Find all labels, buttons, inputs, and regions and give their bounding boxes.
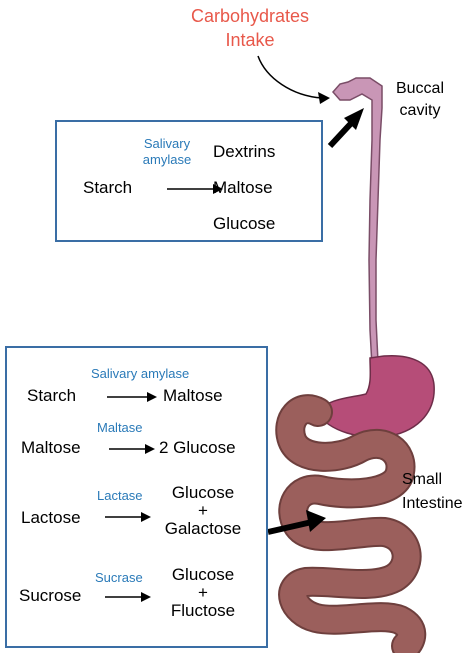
reaction-4-plus: + (198, 583, 208, 602)
reaction-3-enzyme: Lactase (97, 488, 143, 503)
reaction-1-substrate: Starch (27, 386, 77, 405)
mouth-enzyme-line-2: amylase (142, 152, 192, 167)
reaction-2-enzyme: Maltase (97, 420, 143, 435)
reaction-1-arrow (107, 392, 157, 402)
reaction-4-product-1: Glucose (171, 565, 235, 584)
reaction-4-products: Glucose + Fluctose (155, 566, 251, 620)
mouth-product-dextrins: Dextrins (213, 142, 276, 161)
esophagus (332, 77, 383, 368)
title-line-2: Intake (225, 30, 275, 50)
reaction-1-product: Maltose (163, 386, 223, 405)
reaction-3-substrate: Lactose (21, 508, 81, 527)
reaction-2-substrate: Maltose (21, 438, 81, 457)
small-label-line-2: Intestine (402, 495, 463, 512)
small-label-line-1: Small (402, 471, 443, 488)
mouth-enzyme-line-1: Salivary (143, 136, 191, 151)
reaction-3-product-1: Glucose (171, 483, 235, 502)
reaction-4-product-2: Fluctose (170, 601, 236, 620)
small-intestine-label: Small Intestine (402, 468, 462, 516)
title-line-1: Carbohydrates (190, 6, 310, 26)
mouth-product-maltose: Maltose (213, 178, 273, 197)
reaction-1-enzyme: Salivary amylase (91, 366, 190, 381)
reaction-4-enzyme: Sucrase (95, 570, 143, 585)
reaction-3-products: Glucose + Galactose (155, 484, 251, 538)
mouth-enzyme-label: Salivary amylase (137, 136, 197, 168)
buccal-label-line-2: cavity (399, 102, 441, 119)
mouth-substrate: Starch (83, 178, 133, 197)
mouth-digestion-box: Salivary amylase Starch Dextrins Maltose… (55, 120, 323, 242)
reaction-2-product: 2 Glucose (159, 438, 236, 457)
reaction-2-arrow (109, 444, 155, 454)
intestine-digestion-box: Salivary amylase Starch Maltose Maltase … (5, 346, 268, 648)
reaction-3-product-2: Galactose (164, 519, 242, 538)
title: Carbohydrates Intake (155, 4, 345, 52)
mouth-reaction-arrow (167, 184, 223, 194)
stomach (315, 354, 435, 438)
intestine-arrow-head (306, 510, 326, 532)
reaction-4-arrow (105, 592, 151, 602)
intake-pointer-arrow (257, 55, 323, 99)
mouth-product-glucose: Glucose (213, 214, 276, 233)
reaction-3-plus: + (198, 501, 208, 520)
reaction-4-substrate: Sucrose (19, 586, 82, 605)
reaction-3-arrow (105, 512, 151, 522)
buccal-label-line-1: Buccal (395, 80, 445, 97)
buccal-cavity-label: Buccal cavity (385, 78, 455, 122)
buccal-arrow-head (344, 108, 364, 130)
